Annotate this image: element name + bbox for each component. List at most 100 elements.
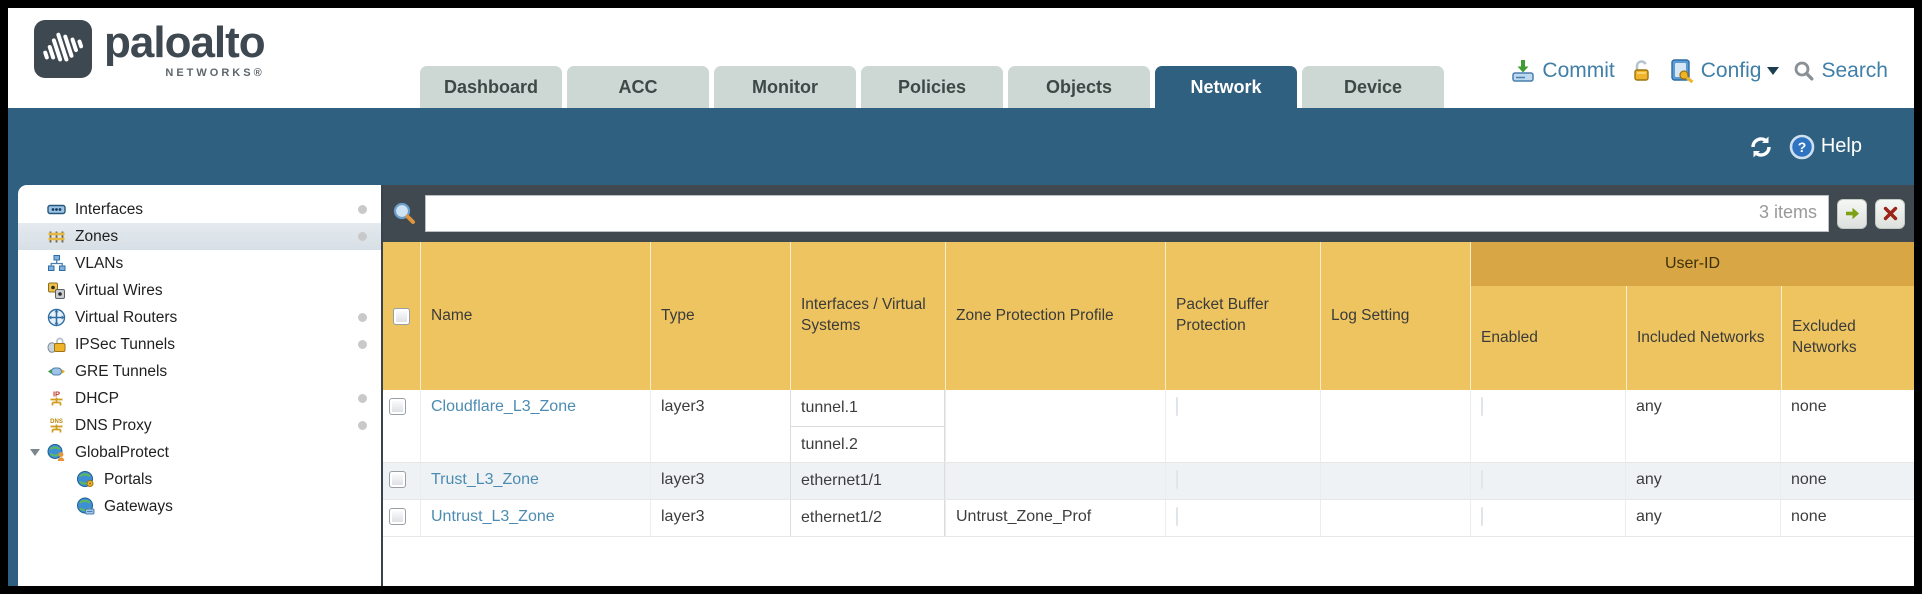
tab-device[interactable]: Device: [1302, 66, 1444, 108]
cell-included-networks: any: [1625, 463, 1780, 499]
sidebar-item-zones[interactable]: Zones: [18, 223, 381, 250]
row-select-checkbox[interactable]: [389, 471, 406, 488]
tab-acc[interactable]: ACC: [567, 66, 709, 108]
brand-name: paloalto: [104, 18, 266, 67]
top-actions: Commit Config: [1510, 58, 1888, 84]
sidebar-item-label: GRE Tunnels: [75, 362, 168, 380]
status-dot: [358, 394, 367, 403]
sidebar-item-label: Interfaces: [75, 200, 144, 218]
column-header-label: Packet Buffer Protection: [1176, 296, 1269, 334]
search-button[interactable]: Search: [1793, 59, 1888, 83]
sidebar-item-label: Portals: [104, 470, 153, 488]
sidebar-item-label: VLANs: [75, 254, 124, 272]
sidebar-item-globalprotect[interactable]: GlobalProtect: [18, 439, 381, 466]
clear-filter-button[interactable]: [1875, 198, 1905, 229]
tab-dashboard[interactable]: Dashboard: [420, 66, 562, 108]
sidebar-item-gateways[interactable]: Gateways: [18, 493, 381, 520]
interfaces-icon: [47, 200, 69, 219]
row-select-checkbox[interactable]: [389, 398, 406, 415]
search-label: Search: [1821, 59, 1888, 82]
cell-interfaces: ethernet1/2: [790, 500, 945, 536]
cell-included-networks: any: [1625, 500, 1780, 536]
help-label: Help: [1820, 135, 1862, 157]
sub-header-bar: ? Help: [8, 108, 1914, 185]
column-header-interfaces-virtual-systems[interactable]: Interfaces / Virtual Systems: [790, 242, 945, 390]
cell-name: Cloudflare_L3_Zone: [420, 390, 650, 462]
lock-icon[interactable]: [1629, 58, 1655, 84]
cell-log-setting: [1320, 390, 1470, 462]
tab-monitor[interactable]: Monitor: [714, 66, 856, 108]
column-header-label: Included Networks: [1637, 328, 1765, 346]
tab-policies[interactable]: Policies: [861, 66, 1003, 108]
sidebar-item-gre-tunnels[interactable]: GRE Tunnels: [18, 358, 381, 385]
cell-zone-protection-profile: [945, 463, 1165, 499]
sidebar-item-dns-proxy[interactable]: DNS DNS Proxy: [18, 412, 381, 439]
interface-value: ethernet1/2: [801, 509, 882, 526]
brand-text: paloalto NETWORKS®: [104, 18, 266, 79]
status-dot: [358, 313, 367, 322]
sidebar-item-label: DNS Proxy: [75, 416, 152, 434]
help-button[interactable]: ? Help: [1789, 134, 1862, 160]
column-header-packet-buffer-protection[interactable]: Packet Buffer Protection: [1165, 242, 1320, 390]
svg-text:?: ?: [1798, 139, 1807, 155]
column-header-log-setting[interactable]: Log Setting: [1320, 242, 1470, 390]
zone-name-link[interactable]: Untrust_L3_Zone: [431, 508, 555, 525]
column-header-type[interactable]: Type: [650, 242, 790, 390]
sidebar-item-label: Virtual Wires: [75, 281, 163, 299]
interface-value: ethernet1/1: [801, 472, 882, 489]
chevron-down-icon: [1767, 67, 1780, 81]
row-select-checkbox[interactable]: [389, 508, 406, 525]
globalprotect-icon: [47, 443, 69, 462]
select-all-checkbox[interactable]: [393, 307, 410, 325]
filter-input[interactable]: [425, 195, 1829, 232]
row-select-cell: [383, 463, 420, 499]
cell-user-id-enabled: [1470, 500, 1625, 536]
commit-button[interactable]: Commit: [1510, 58, 1615, 84]
column-header-excluded-networks[interactable]: Excluded Networks: [1781, 286, 1914, 390]
cell-packet-buffer-protection: [1165, 463, 1320, 499]
dns-proxy-icon: DNS: [47, 416, 69, 435]
sidebar-item-interfaces[interactable]: Interfaces: [18, 196, 381, 223]
row-select-cell: [383, 500, 420, 536]
column-header-zone-protection-profile[interactable]: Zone Protection Profile: [945, 242, 1165, 390]
indent-spacer: [30, 336, 47, 353]
sidebar-item-label: Virtual Routers: [75, 308, 178, 326]
cell-excluded-networks: none: [1780, 500, 1914, 536]
indent-spacer: [30, 255, 47, 272]
cell-user-id-enabled: [1470, 390, 1625, 462]
cell-name: Trust_L3_Zone: [420, 463, 650, 499]
sidebar-item-virtual-routers[interactable]: Virtual Routers: [18, 304, 381, 331]
svg-text:IP: IP: [53, 390, 60, 399]
apply-filter-button[interactable]: [1837, 198, 1867, 229]
items-count: 3 items: [1758, 202, 1817, 222]
sidebar-item-portals[interactable]: Portals: [18, 466, 381, 493]
collapse-arrow-icon[interactable]: [30, 444, 47, 461]
zone-name-link[interactable]: Trust_L3_Zone: [431, 471, 539, 488]
cell-log-setting: [1320, 463, 1470, 499]
column-header-label: Enabled: [1481, 328, 1538, 346]
column-header-included-networks[interactable]: Included Networks: [1626, 286, 1781, 390]
column-header-name[interactable]: Name: [420, 242, 650, 390]
user-id-group-label: User-ID: [1471, 242, 1914, 286]
refresh-button[interactable]: [1748, 134, 1774, 160]
sidebar-item-label: IPSec Tunnels: [75, 335, 175, 353]
cell-excluded-networks: none: [1780, 463, 1914, 499]
tab-objects[interactable]: Objects: [1008, 66, 1150, 108]
column-header-label: Type: [661, 306, 695, 324]
column-group-user-id: User-ID Enabled Included Networks Excluded …: [1470, 242, 1914, 390]
sidebar-item-ipsec-tunnels[interactable]: IPSec Tunnels: [18, 331, 381, 358]
user-id-enabled-checkbox: [1481, 507, 1483, 526]
column-header-enabled[interactable]: Enabled: [1471, 286, 1626, 390]
cell-included-networks: any: [1625, 390, 1780, 462]
zone-name-link[interactable]: Cloudflare_L3_Zone: [431, 398, 576, 415]
sidebar-item-virtual-wires[interactable]: Virtual Wires: [18, 277, 381, 304]
config-menu-button[interactable]: Config: [1669, 58, 1780, 84]
sidebar-item-vlans[interactable]: VLANs: [18, 250, 381, 277]
tab-network[interactable]: Network: [1155, 66, 1297, 108]
packet-buffer-protection-checkbox: [1176, 470, 1178, 489]
indent-spacer: [30, 201, 47, 218]
